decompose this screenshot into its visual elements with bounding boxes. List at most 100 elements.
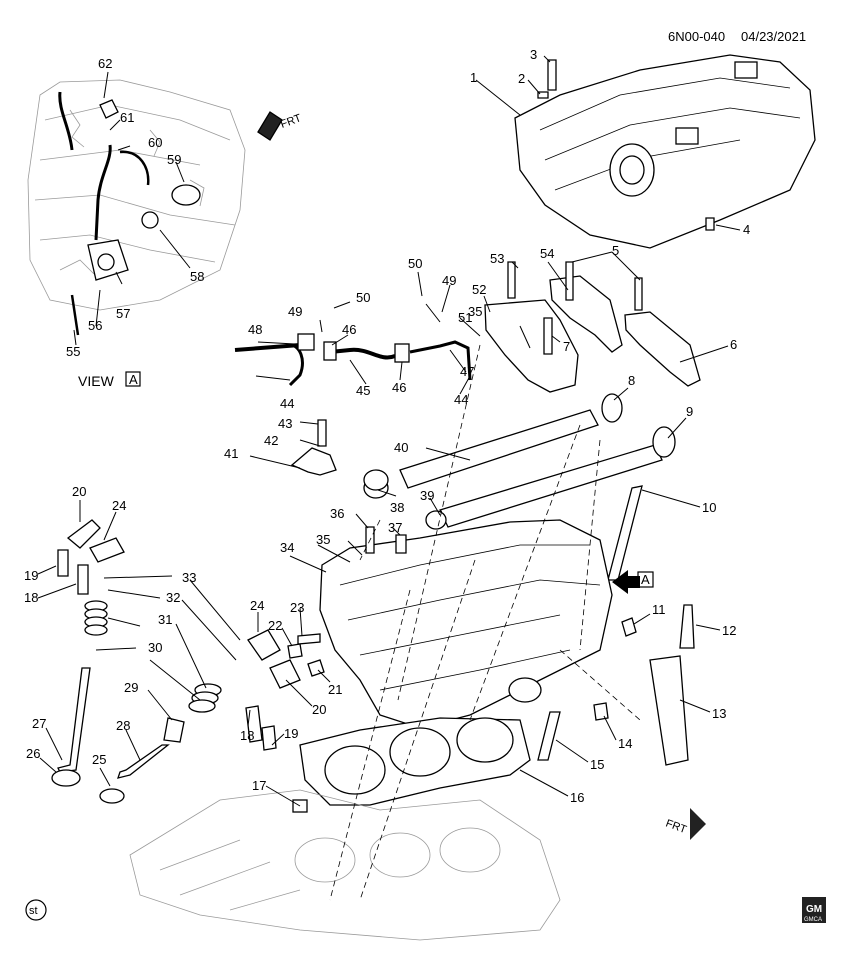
lifter-19 bbox=[57, 549, 69, 577]
callout: 10 bbox=[702, 500, 716, 515]
spark-plug-12 bbox=[679, 604, 695, 649]
callout: 25 bbox=[92, 752, 106, 767]
rocker-arm-20b bbox=[269, 659, 301, 689]
callout: 48 bbox=[248, 322, 262, 337]
callout: 51 bbox=[458, 310, 472, 325]
rocker-arm-24 bbox=[89, 537, 125, 563]
svg-text:st: st bbox=[29, 905, 38, 917]
callout: 49 bbox=[288, 304, 302, 319]
ignition-coil-13 bbox=[649, 655, 689, 766]
callout: 26 bbox=[26, 746, 40, 761]
bolt-5 bbox=[634, 277, 643, 311]
svg-text:FRT: FRT bbox=[279, 112, 303, 131]
plug-11 bbox=[621, 617, 637, 637]
callout: 50 bbox=[356, 290, 370, 305]
callout: 8 bbox=[628, 373, 635, 388]
diagram-code: 6N00-040 bbox=[668, 29, 725, 44]
svg-text:GMCA: GMCA bbox=[804, 917, 822, 923]
callout: 1 bbox=[470, 70, 477, 85]
bracket-41 bbox=[290, 447, 337, 476]
svg-text:A: A bbox=[641, 572, 650, 587]
callout: 18 bbox=[240, 728, 254, 743]
callout: 17 bbox=[252, 778, 266, 793]
head-gasket-16 bbox=[299, 717, 531, 806]
seal-25 bbox=[99, 788, 125, 804]
seal-4 bbox=[705, 217, 715, 231]
callout: 28 bbox=[116, 718, 130, 733]
callout: 56 bbox=[88, 318, 102, 333]
camshafts bbox=[399, 393, 676, 528]
valve-springs-38-39 bbox=[363, 469, 447, 530]
callout: 24 bbox=[250, 598, 264, 613]
bolt-7 bbox=[543, 317, 553, 355]
callout: 22 bbox=[268, 618, 282, 633]
callout: 15 bbox=[590, 757, 604, 772]
lifter-19b bbox=[261, 725, 277, 751]
lifter-18b bbox=[245, 705, 263, 743]
callout: 20 bbox=[312, 702, 326, 717]
callout: 19 bbox=[284, 726, 298, 741]
callout: 38 bbox=[390, 500, 404, 515]
front-arrow-bottom: FRT bbox=[664, 808, 706, 840]
callout: 30 bbox=[148, 640, 162, 655]
callout: 53 bbox=[490, 251, 504, 266]
callout: 52 bbox=[472, 282, 486, 297]
callout: 57 bbox=[116, 306, 130, 321]
callout: 2 bbox=[518, 71, 525, 86]
bolt-53 bbox=[507, 261, 516, 299]
callout: 6 bbox=[730, 337, 737, 352]
callout: 40 bbox=[394, 440, 408, 455]
callout: 58 bbox=[190, 269, 204, 284]
callout: 31 bbox=[158, 612, 172, 627]
st-badge: st bbox=[25, 899, 47, 921]
rocker-arm-24b bbox=[247, 629, 281, 661]
callout: 50 bbox=[408, 256, 422, 271]
callouts: 1 2 3 4 5 6 7 8 9 10 11 12 13 14 15 16 1… bbox=[24, 47, 750, 805]
callout: 46 bbox=[392, 380, 406, 395]
washer-2 bbox=[537, 91, 549, 99]
intake-manifold bbox=[514, 54, 816, 249]
callout: 11 bbox=[652, 602, 666, 617]
callout: 42 bbox=[264, 433, 278, 448]
callout: 9 bbox=[686, 404, 693, 419]
callout: 5 bbox=[612, 243, 619, 258]
svg-text:GM: GM bbox=[806, 904, 822, 915]
callout: 60 bbox=[148, 135, 162, 150]
valve-28 bbox=[117, 744, 170, 779]
svg-text:FRT: FRT bbox=[664, 818, 688, 837]
callout: 23 bbox=[290, 600, 304, 615]
callout: 33 bbox=[182, 570, 196, 585]
front-arrow-top: FRT bbox=[257, 111, 303, 141]
callout: 35 bbox=[468, 304, 482, 319]
callout: 43 bbox=[278, 416, 292, 431]
lifter-18 bbox=[77, 564, 89, 595]
rocker-arm-20 bbox=[66, 519, 101, 549]
callout: 32 bbox=[166, 590, 180, 605]
callout: 19 bbox=[24, 568, 38, 583]
view-a-inset bbox=[27, 79, 246, 336]
view-box-letter: A bbox=[129, 372, 138, 387]
bolt-10 bbox=[607, 485, 643, 581]
fuel-line bbox=[234, 333, 472, 387]
callout: 34 bbox=[280, 540, 294, 555]
callout: 41 bbox=[224, 446, 238, 461]
bolt-54 bbox=[565, 261, 574, 301]
spring-31-left bbox=[84, 600, 108, 636]
callout: 20 bbox=[72, 484, 86, 499]
callout: 36 bbox=[330, 506, 344, 521]
callout: 55 bbox=[66, 344, 80, 359]
callout: 35 bbox=[316, 532, 330, 547]
callout: 61 bbox=[120, 110, 134, 125]
callout: 4 bbox=[743, 222, 750, 237]
plug-37 bbox=[395, 534, 407, 554]
cylinder-head bbox=[319, 519, 613, 729]
diagram-date: 04/23/2021 bbox=[741, 29, 806, 44]
callout: 49 bbox=[442, 273, 456, 288]
view-label: VIEW bbox=[78, 373, 115, 389]
callout: 18 bbox=[24, 590, 38, 605]
callout: 44 bbox=[454, 392, 468, 407]
callout: 21 bbox=[328, 682, 342, 697]
callout: 16 bbox=[570, 790, 584, 805]
seal-26 bbox=[51, 769, 81, 787]
